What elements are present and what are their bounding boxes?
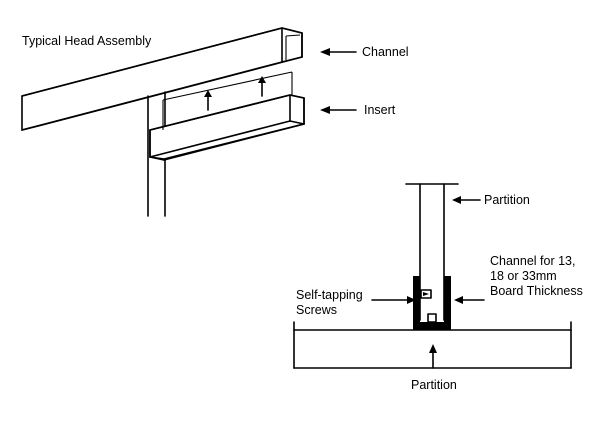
section-channel-label-line-2: 18 or 33mm	[490, 269, 557, 283]
insert-up-arrows	[204, 76, 266, 111]
head-leader-arrows	[320, 48, 357, 114]
head-assembly-drawing	[21, 27, 357, 217]
partition-bottom-label: Partition	[411, 378, 457, 392]
insert-label: Insert	[364, 103, 396, 117]
channel-label: Channel	[362, 45, 409, 59]
channel-beam	[21, 27, 303, 131]
partition-top-label: Partition	[484, 193, 530, 207]
head-assembly-title: Typical Head Assembly	[22, 34, 152, 48]
section-channel-label-line-1: Channel for 13,	[490, 254, 576, 268]
screws-label-line-2: Screws	[296, 303, 337, 317]
section-channel-label-line-3: Board Thickness	[490, 284, 583, 298]
section-drawing	[293, 183, 572, 369]
screws-label-line-1: Self-tapping	[296, 288, 363, 302]
section-channel	[413, 276, 451, 330]
screws-label: Self-tapping Screws	[296, 288, 363, 318]
screw	[420, 289, 432, 299]
section-leader-arrows	[371, 196, 485, 369]
section-channel-label: Channel for 13, 18 or 33mm Board Thickne…	[490, 254, 583, 299]
insert-channel	[149, 71, 305, 161]
